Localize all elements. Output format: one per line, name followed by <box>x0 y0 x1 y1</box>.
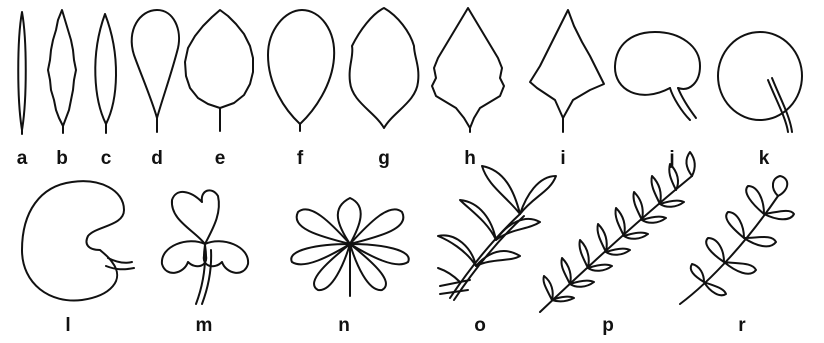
label-n: n <box>338 316 350 335</box>
label-d: d <box>151 149 163 168</box>
label-b: b <box>56 149 68 168</box>
leaf-i <box>530 10 604 132</box>
label-c: c <box>101 149 112 168</box>
leaf-k <box>718 32 802 132</box>
leaf-p <box>540 152 695 312</box>
leaf-a <box>18 12 26 134</box>
label-j: j <box>669 149 674 168</box>
label-i: i <box>560 149 565 168</box>
label-g: g <box>378 149 390 168</box>
leaf-l <box>22 181 134 300</box>
leaf-c <box>95 14 116 133</box>
leaf-h <box>432 8 504 132</box>
label-a: a <box>17 149 28 168</box>
label-r: r <box>738 316 745 335</box>
label-p: p <box>602 316 614 335</box>
leaf-e <box>185 10 253 131</box>
label-f: f <box>297 149 303 168</box>
label-l: l <box>65 316 70 335</box>
label-h: h <box>464 149 476 168</box>
label-m: m <box>196 316 213 335</box>
leaf-b <box>48 10 76 133</box>
label-o: o <box>474 316 486 335</box>
leaf-r <box>680 176 794 304</box>
label-k: k <box>759 149 770 168</box>
leaf-g <box>350 8 419 128</box>
leaf-m <box>162 190 248 304</box>
leaf-d <box>132 10 179 132</box>
leaf-f <box>268 10 334 131</box>
leaf-j <box>615 32 700 120</box>
leaf-n <box>291 198 408 296</box>
leaf-o <box>438 166 556 300</box>
label-e: e <box>215 149 226 168</box>
